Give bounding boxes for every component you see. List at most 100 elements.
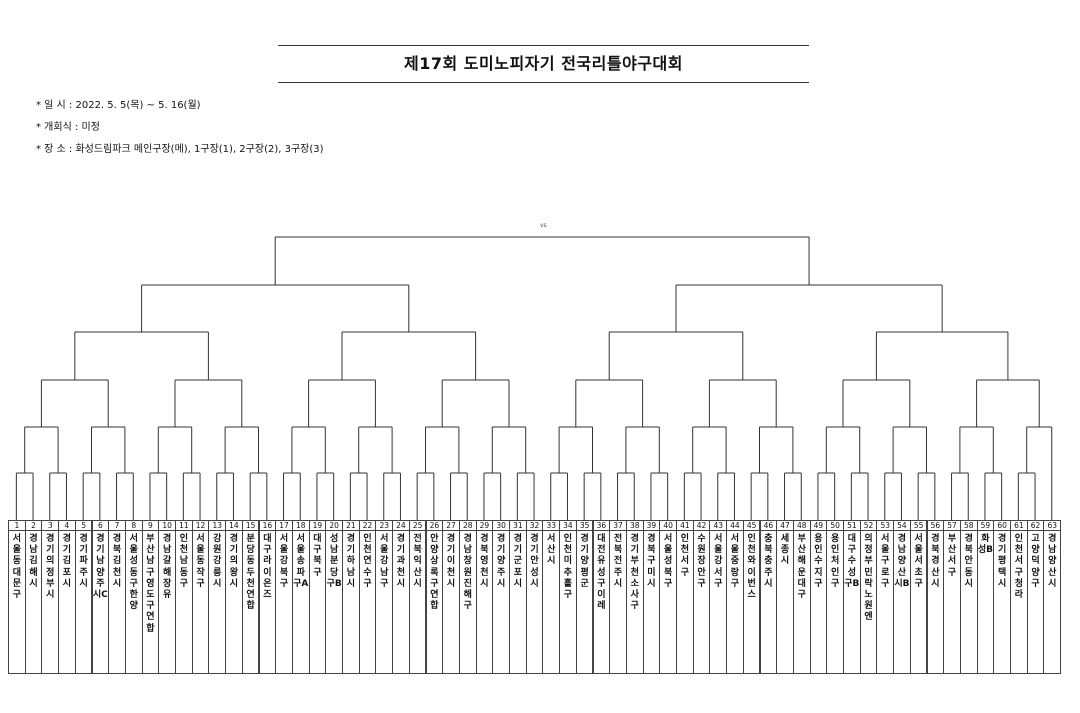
team-number: 59 — [977, 521, 994, 531]
team-number: 30 — [493, 521, 509, 531]
team-slot: 54 경남양산시B — [893, 520, 911, 674]
team-name: 경남갈해장유 — [163, 534, 172, 601]
team-name: 경남양산시 — [1048, 534, 1057, 589]
team-name: 경남양산시B — [894, 534, 910, 589]
team-name: 경기김포시 — [62, 534, 72, 589]
team-slot: 21 경기하남시 — [342, 520, 360, 674]
team-name: 대구라이온즈 — [263, 534, 272, 601]
team-number: 53 — [877, 521, 894, 531]
team-name: 경기군포시 — [513, 534, 522, 589]
team-number: 21 — [343, 521, 359, 531]
team-number: 31 — [510, 521, 526, 531]
team-number: 29 — [476, 521, 493, 531]
team-number: 54 — [894, 521, 910, 531]
team-slot: 55 서울서초구 — [909, 520, 928, 674]
team-number: 58 — [960, 521, 977, 531]
team-number: 24 — [393, 521, 409, 531]
team-number: 5 — [75, 521, 92, 531]
team-name: 인천서구청라 — [1014, 534, 1023, 601]
team-name: 서울중랑구 — [730, 534, 740, 589]
info-opening: * 개회식 : 미정 — [36, 122, 100, 133]
team-number: 34 — [560, 521, 576, 531]
team-name: 서울성북구 — [664, 534, 673, 589]
team-number: 1 — [9, 521, 25, 531]
team-number: 39 — [643, 521, 660, 531]
team-number: 26 — [426, 521, 443, 531]
team-number: 40 — [660, 521, 676, 531]
team-name: 인천와이번스 — [747, 534, 756, 601]
team-number: 55 — [910, 521, 927, 531]
team-name: 서울성동구한양 — [129, 534, 138, 612]
team-name: 경기이천시 — [446, 534, 456, 589]
team-number: 35 — [576, 521, 593, 531]
team-name: 의정부민락노원엔 — [864, 534, 873, 623]
team-number: 41 — [677, 521, 693, 531]
team-name: 대구북구 — [313, 534, 322, 578]
title-rule-top — [278, 45, 809, 46]
team-name: 분당동두천연합 — [246, 534, 255, 612]
team-number: 12 — [192, 521, 209, 531]
team-number: 16 — [259, 521, 276, 531]
team-number: 33 — [543, 521, 560, 531]
team-name: 경북구미시 — [647, 534, 656, 589]
team-number: 22 — [359, 521, 376, 531]
team-number: 51 — [844, 521, 860, 531]
page-title: 제17회 도미노피자기 전국리틀야구대회 — [404, 54, 683, 73]
team-name: 경북김천시 — [112, 534, 122, 589]
team-number: 36 — [593, 521, 610, 531]
team-slot: 39 경북구미시 — [642, 520, 661, 674]
team-name: 경기안성시 — [530, 534, 539, 589]
team-name: 서울서초구 — [914, 534, 923, 589]
team-name: 인천남동구 — [179, 534, 188, 589]
team-number: 60 — [994, 521, 1010, 531]
team-number: 6 — [92, 521, 109, 531]
team-number: 61 — [1011, 521, 1027, 531]
team-name: 충북충주시 — [764, 534, 773, 589]
team-name: 대구수성구B — [844, 534, 860, 589]
team-number: 37 — [610, 521, 626, 531]
team-number: 14 — [226, 521, 242, 531]
team-number: 28 — [459, 521, 476, 531]
team-slot: 36 대전유성구이레 — [592, 520, 611, 674]
team-number: 56 — [927, 521, 944, 531]
team-number: 7 — [109, 521, 125, 531]
team-name: 경기의정부시 — [46, 534, 55, 601]
team-name: 경기하남시 — [346, 534, 355, 589]
team-name: 세종시 — [780, 534, 790, 567]
team-number: 44 — [727, 521, 743, 531]
team-name: 대전유성구이레 — [597, 534, 606, 612]
team-name: 서울동작구 — [196, 534, 205, 589]
team-name: 인천서구 — [680, 534, 689, 578]
team-name: 강원강릉시 — [213, 534, 222, 589]
team-name: 경북안동시 — [964, 534, 973, 589]
team-name: 전북익산시 — [413, 534, 422, 589]
